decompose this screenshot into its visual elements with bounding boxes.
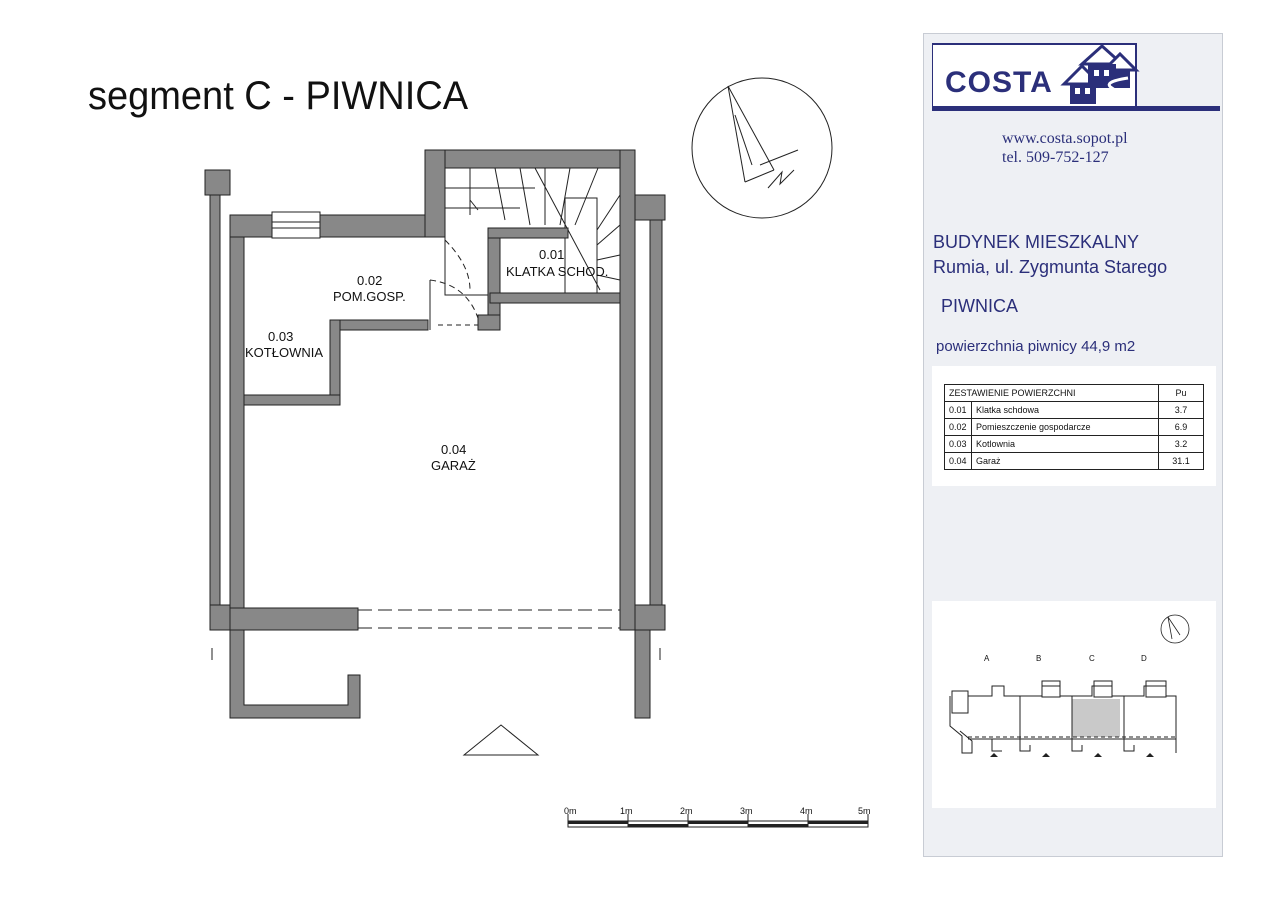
- contact-info: www.costa.sopot.pl tel. 509-752-127: [1002, 129, 1128, 167]
- wall: [619, 149, 636, 631]
- room-name: GARAŻ: [431, 458, 476, 473]
- area-summary: powierzchnia piwnicy 44,9 m2: [936, 338, 1136, 355]
- wall: [329, 319, 341, 401]
- segments-outline: [949, 680, 1177, 754]
- table-row: 0.03 Kotlownia 3.2: [944, 435, 1204, 453]
- scale-label: 5m: [858, 806, 871, 816]
- wall: [634, 629, 651, 719]
- room-number: 0.01: [539, 247, 564, 262]
- segment-label: C: [1089, 654, 1095, 663]
- table-row: 0.01 Klatka schdowa 3.7: [944, 401, 1204, 419]
- segment-label: B: [1036, 654, 1041, 663]
- floor-plan: 0.01 KLATKA SCHOD. 0.02 POM.GOSP. 0.03 K…: [204, 77, 871, 828]
- room-name: KLATKA SCHOD.: [506, 264, 608, 279]
- wall: [243, 394, 341, 406]
- website-link[interactable]: www.costa.sopot.pl: [1002, 130, 1128, 147]
- key-plan-card: A B C D: [932, 601, 1216, 808]
- building-info: BUDYNEK MIESZKALNY Rumia, ul. Zygmunta S…: [933, 230, 1167, 280]
- level-name: PIWNICA: [941, 296, 1019, 316]
- north-arrow-icon: [691, 77, 833, 219]
- table-header-row: ZESTAWIENIE POWIERZCHNI Pu: [944, 384, 1204, 402]
- room-number: 0.02: [357, 273, 382, 288]
- area-table: ZESTAWIENIE POWIERZCHNI Pu 0.01 Klatka s…: [944, 384, 1204, 470]
- wall: [487, 227, 569, 239]
- segment-label: A: [984, 654, 990, 663]
- wall: [424, 149, 446, 238]
- wall: [329, 319, 429, 331]
- house-logo-icon: [931, 43, 1222, 111]
- window: [271, 211, 321, 239]
- scale-label: 2m: [680, 806, 693, 816]
- scale-label: 3m: [740, 806, 753, 816]
- table-unit: Pu: [1158, 384, 1204, 402]
- north-arrow-icon: [1160, 614, 1190, 644]
- building-type: BUDYNEK MIESZKALNY: [933, 232, 1140, 252]
- room-number: 0.04: [441, 442, 466, 457]
- entrance-markers: [990, 753, 1154, 757]
- wall: [487, 227, 501, 329]
- highlighted-segment: [1072, 699, 1120, 737]
- wall: [477, 314, 501, 331]
- page-title: segment C - PIWNICA: [88, 74, 469, 118]
- wall: [204, 169, 231, 660]
- logo: COSTA: [931, 42, 1222, 114]
- wall: [229, 607, 359, 631]
- room-name: POM.GOSP.: [333, 289, 406, 304]
- scale-label: 1m: [620, 806, 633, 816]
- logo-text: COSTA: [945, 66, 1053, 99]
- garage-door: [358, 609, 620, 629]
- scale-label: 0m: [564, 806, 577, 816]
- scale-bar: 0m 1m 2m 3m 4m 5m: [564, 806, 871, 828]
- wall: [424, 149, 636, 169]
- entrance-marker: [462, 724, 540, 756]
- table-header: ZESTAWIENIE POWIERZCHNI: [944, 384, 1159, 402]
- wall: [489, 292, 621, 304]
- room-name: KOTŁOWNIA: [245, 345, 323, 360]
- scale-label: 4m: [800, 806, 813, 816]
- key-plan: A B C D: [949, 614, 1190, 757]
- info-panel: COSTA www.costa.sopot.pl tel. 509-752-12…: [923, 33, 1223, 857]
- wall: [229, 214, 446, 238]
- wall: [229, 214, 245, 631]
- segment-label: D: [1141, 654, 1147, 663]
- building-address: Rumia, ul. Zygmunta Starego: [933, 257, 1168, 277]
- phone-number: tel. 509-752-127: [1002, 149, 1109, 166]
- table-row: 0.04 Garaż 31.1: [944, 452, 1204, 470]
- wall: [229, 629, 361, 719]
- area-table-card: ZESTAWIENIE POWIERZCHNI Pu 0.01 Klatka s…: [932, 366, 1216, 486]
- door: [429, 239, 485, 330]
- room-number: 0.03: [268, 329, 293, 344]
- wall: [634, 194, 666, 660]
- table-row: 0.02 Pomieszczenie gospodarcze 6.9: [944, 418, 1204, 436]
